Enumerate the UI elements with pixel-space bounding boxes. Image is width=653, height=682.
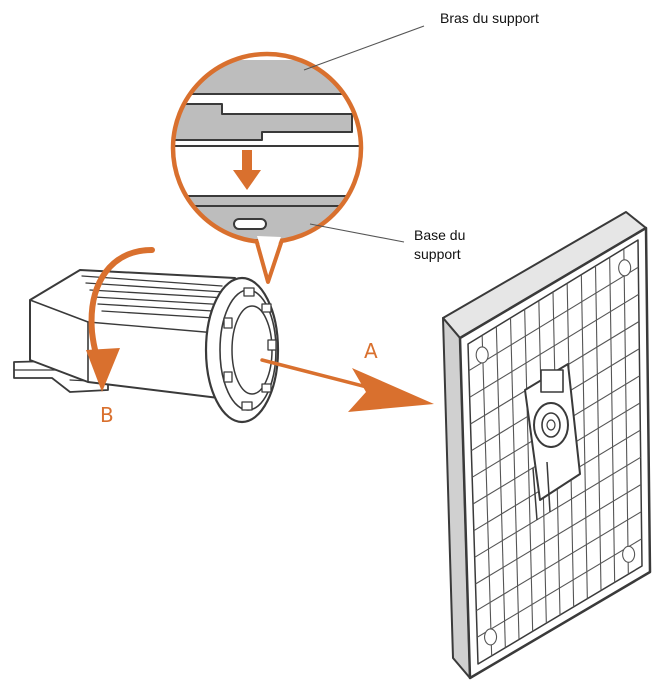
plate-screw-boss	[622, 545, 636, 563]
right-arrow-icon	[260, 358, 434, 412]
base-label-line-1: Base du	[414, 227, 466, 243]
arm-label: Bras du support	[440, 10, 539, 26]
plate-screw-boss	[618, 259, 632, 277]
plate-grid-line	[623, 248, 629, 575]
rotate-arrow-icon	[86, 247, 155, 392]
detail-magnifier	[170, 51, 364, 284]
plate-grid-line	[476, 538, 642, 638]
step-a-label: A	[364, 339, 378, 363]
plate-center-boss	[524, 363, 581, 521]
plate-grid-line	[476, 511, 642, 612]
base-label-line-2: support	[414, 246, 461, 262]
down-arrow-icon	[233, 150, 261, 190]
wall-mount-plate	[442, 211, 652, 680]
step-b-label: B	[100, 403, 114, 427]
callout-leader-lines	[303, 25, 425, 243]
mount-arm	[13, 269, 280, 424]
plate-screw-boss	[483, 628, 498, 646]
plate-screw-boss	[475, 346, 489, 364]
